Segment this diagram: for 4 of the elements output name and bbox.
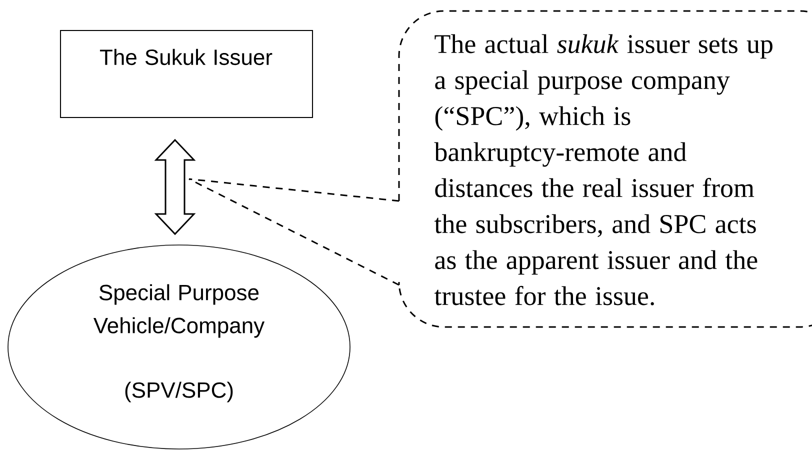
issuer-box: The Sukuk Issuer [60, 30, 313, 118]
callout-bubble: The actual sukuk issuer sets up a special purpose company (“SPC”), which is bankruptcy-remote and distances the real issuer from the subscribers, and SPC acts as the apparent issuer and the trustee for the issue. [398, 10, 812, 328]
leader-line [188, 178, 400, 202]
leader-line [188, 178, 400, 286]
